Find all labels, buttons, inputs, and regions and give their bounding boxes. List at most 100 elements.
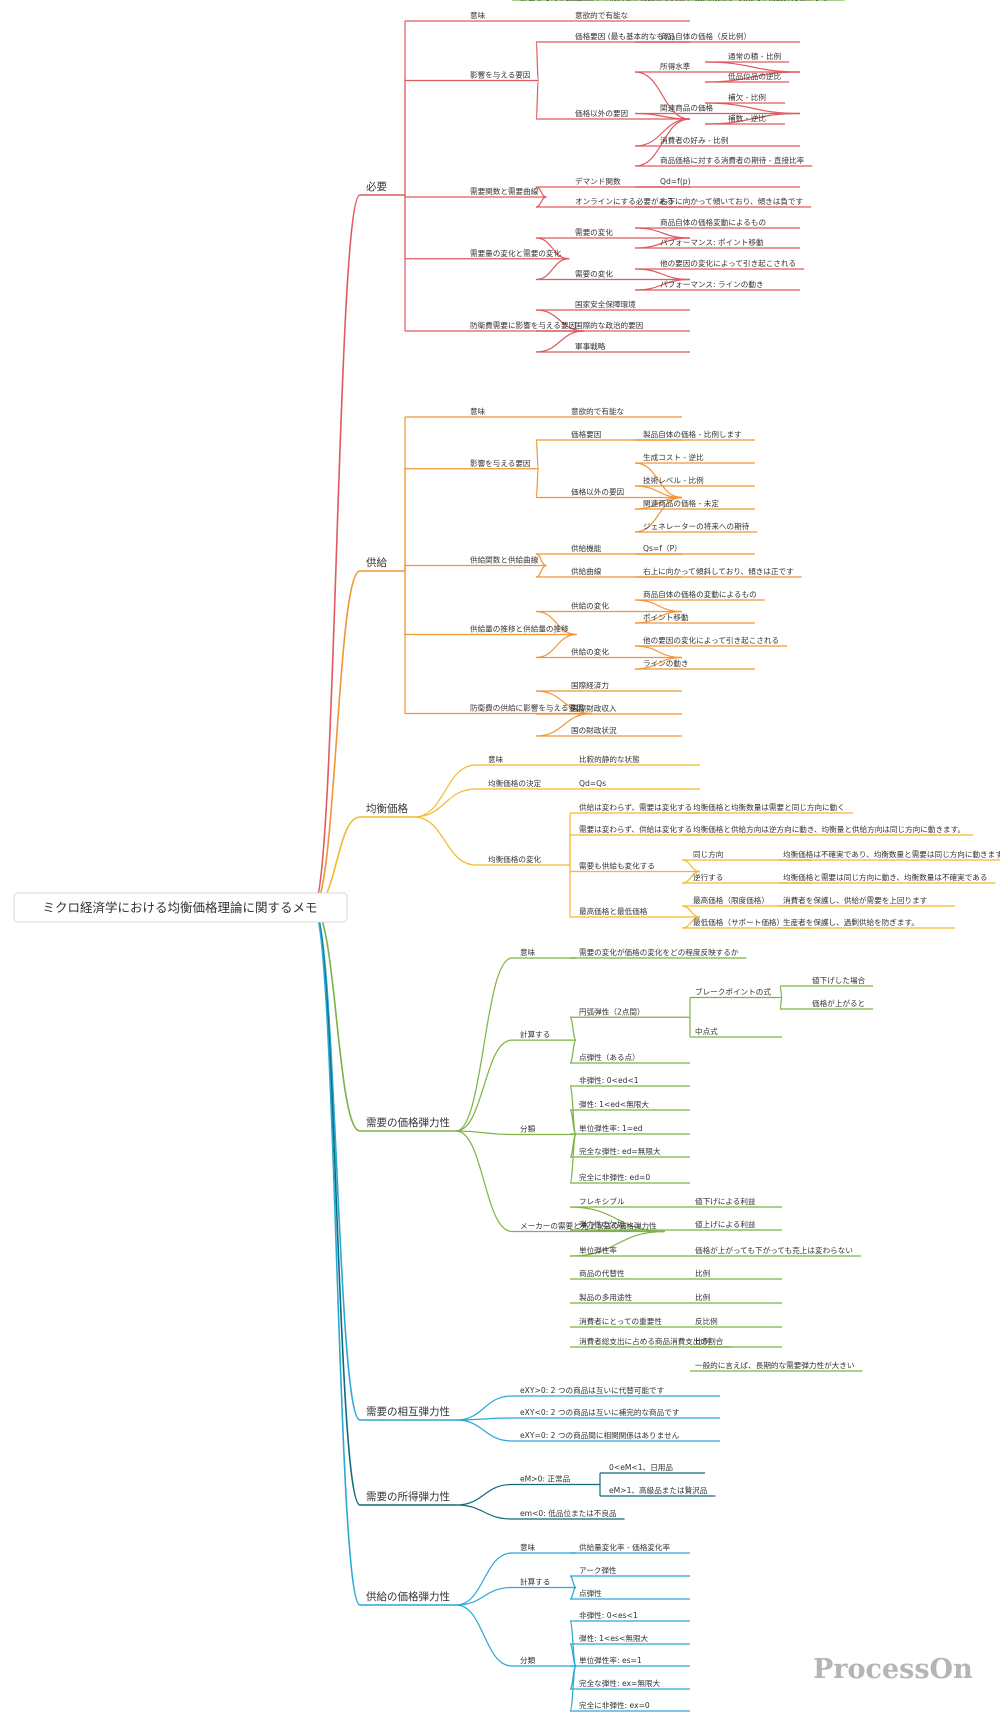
- topic-label[interactable]: 一般的に言えば、長期的な需要弾力性が大きい: [695, 1360, 854, 1370]
- topic-label[interactable]: 製品の多用途性: [579, 1292, 633, 1302]
- topic-label[interactable]: 最高価格と最低価格: [579, 906, 648, 916]
- topic-label[interactable]: 価格以外の要因: [571, 487, 624, 497]
- topic-label[interactable]: 供給量の推移と供給量の推移: [470, 624, 569, 634]
- topic-label[interactable]: 最高価格（限度価格）: [693, 895, 769, 905]
- topic-label[interactable]: 価格以外の要因: [575, 108, 628, 118]
- topic-label[interactable]: 分類: [520, 1655, 536, 1665]
- topic-label[interactable]: 通常の積 - 比例: [728, 51, 782, 61]
- branch-label[interactable]: 需要の価格弾力性: [366, 1116, 450, 1129]
- topic-label[interactable]: 比例: [695, 1292, 711, 1302]
- topic-label[interactable]: 非弾性: 0<ed<1: [579, 1075, 639, 1085]
- topic-label[interactable]: 需要の変化: [575, 227, 613, 237]
- topic-label[interactable]: 右下に向かって傾いており、傾きは負です: [660, 196, 804, 206]
- topic-label[interactable]: 検査中の消費者が需要量を調整する: [579, 0, 701, 2]
- topic-label[interactable]: 価格要因 (最も基本的なもの): [575, 31, 675, 41]
- topic-label[interactable]: 補欠 - 比例: [728, 92, 766, 102]
- topic-label[interactable]: 弾性: 1<ed<無限大: [579, 1099, 649, 1109]
- topic-label[interactable]: ブレークポイントの式: [695, 987, 771, 997]
- topic-label[interactable]: 値上げによる利益: [695, 1219, 756, 1229]
- topic-label[interactable]: 防衛費の供給に影響を与える要因: [470, 703, 584, 713]
- topic-label[interactable]: 完全に非弾性: ex=0: [579, 1700, 650, 1710]
- topic-label[interactable]: 値下げした場合: [812, 975, 866, 985]
- topic-label[interactable]: 影響を与える要因: [470, 458, 531, 468]
- topic-label[interactable]: 需要量の変化と需要の変化: [470, 248, 562, 258]
- topic-label[interactable]: 供給の変化: [571, 647, 609, 657]
- topic-label[interactable]: 供給曲線: [571, 566, 602, 576]
- topic-label[interactable]: 比例: [695, 1268, 711, 1278]
- topic-label[interactable]: 供給の変化: [571, 601, 609, 611]
- topic-label[interactable]: 最低価格（サポート価格）: [693, 917, 784, 927]
- topic-label[interactable]: メーカーの需要と売上収益の価格弾力性: [520, 1221, 657, 1231]
- topic-label[interactable]: 比較的静的な状態: [579, 754, 640, 764]
- topic-label[interactable]: Qd=Qs: [579, 779, 606, 788]
- topic-label[interactable]: 需要の変化: [575, 269, 613, 279]
- topic-label[interactable]: 供給量変化率 - 価格変化率: [579, 1542, 671, 1552]
- topic-label[interactable]: 単位弾性率: es=1: [579, 1655, 642, 1665]
- topic-label[interactable]: 同じ方向: [693, 849, 723, 859]
- topic-label[interactable]: 国際財政収入: [571, 703, 617, 713]
- topic-label[interactable]: 他の要因の変化によって引き起こされる: [643, 635, 779, 645]
- topic-label[interactable]: 意味: [470, 10, 486, 20]
- topic-label[interactable]: 影響を与える要因: [520, 0, 581, 2]
- topic-label[interactable]: 点弾性: [579, 1588, 602, 1598]
- topic-label[interactable]: 意味: [520, 947, 536, 957]
- topic-label[interactable]: 意味: [488, 754, 504, 764]
- topic-label[interactable]: パフォーマンス: ポイント移動: [660, 237, 764, 247]
- topic-label[interactable]: 中点式: [695, 1026, 718, 1036]
- topic-label[interactable]: ポイント移動: [643, 612, 689, 622]
- topic-label[interactable]: 単位弾性率: 1=ed: [579, 1123, 643, 1133]
- topic-label[interactable]: 完全な弾性: ex=無限大: [579, 1678, 661, 1688]
- topic-label[interactable]: 防衛費需要に影響を与える要因: [470, 320, 576, 330]
- topic-label[interactable]: デマンド関数: [575, 176, 621, 186]
- topic-label[interactable]: ジェネレーターの将来への期待: [643, 521, 750, 531]
- topic-label[interactable]: em<0: 低品位または不良品: [520, 1508, 617, 1518]
- topic-label[interactable]: 消費者を保護し、供給が需要を上回ります: [783, 895, 928, 905]
- topic-label[interactable]: 意欲的で有能な: [575, 10, 629, 20]
- topic-label[interactable]: 消費者の好み - 比例: [660, 135, 729, 145]
- topic-label[interactable]: 均衡価格の変化: [488, 854, 542, 864]
- topic-label[interactable]: 需要関数と需要曲線: [470, 186, 539, 196]
- topic-label[interactable]: オンラインにする必要がある: [575, 196, 674, 206]
- root-topic[interactable]: ミクロ経済学における均衡価格理論に関するメモ: [13, 892, 348, 923]
- topic-label[interactable]: 供給は変わらず、需要は変化する: [579, 802, 692, 812]
- topic-label[interactable]: 供給関数と供給曲線: [470, 555, 539, 565]
- topic-label[interactable]: 価格が上がると: [812, 998, 865, 1008]
- topic-label[interactable]: ラインの動き: [643, 659, 689, 668]
- topic-label[interactable]: 比例: [695, 1336, 711, 1346]
- topic-label[interactable]: 需要も供給も変化する: [579, 861, 655, 871]
- topic-label[interactable]: eM>1、高級品または贅沢品: [609, 1485, 708, 1495]
- topic-label[interactable]: 逆行する: [693, 872, 723, 882]
- topic-label[interactable]: 均衡価格と供給方向は逆方向に動き、均衡量と供給方向は同じ方向に動きます。: [693, 824, 965, 834]
- topic-label[interactable]: 価格要因: [571, 429, 601, 439]
- branch-label[interactable]: 供給の価格弾力性: [366, 1590, 450, 1603]
- topic-label[interactable]: フレキシブル: [579, 1196, 625, 1206]
- topic-label[interactable]: 低品位品の逆比: [728, 71, 782, 81]
- topic-label[interactable]: 分類: [520, 1124, 536, 1134]
- topic-label[interactable]: 均衡価格と需要は同じ方向に動き、均衡数量は不確実である: [783, 872, 987, 882]
- topic-label[interactable]: 商品自体の価格変動によるもの: [660, 217, 766, 227]
- topic-label[interactable]: 均衡価格は不確実であり、均衡数量と需要は同じ方向に動きます。: [783, 849, 1000, 859]
- topic-label[interactable]: 弾力性の欠如: [579, 1219, 625, 1229]
- topic-label[interactable]: 右上に向かって傾斜しており、傾きは正です: [643, 566, 794, 576]
- topic-label[interactable]: 影響を与える要因: [470, 70, 531, 80]
- topic-label[interactable]: 商品自体の価格（反比例）: [660, 31, 751, 41]
- topic-label[interactable]: 需要は変わらず、供給は変化する: [579, 824, 692, 834]
- topic-label[interactable]: 所得水準: [660, 61, 691, 71]
- topic-label[interactable]: 弾性: 1<es<無限大: [579, 1633, 649, 1643]
- topic-label[interactable]: 技術レベル - 比例: [643, 475, 704, 485]
- topic-label[interactable]: Qs=f（P）: [643, 544, 682, 553]
- topic-label[interactable]: eXY>0: 2 つの商品は互いに代替可能です: [520, 1385, 665, 1395]
- topic-label[interactable]: eXY<0: 2 つの商品は互いに補完的な商品です: [520, 1407, 680, 1417]
- topic-label[interactable]: 商品自体の価格の変動によるもの: [643, 589, 757, 599]
- topic-label[interactable]: 意欲的で有能な: [571, 406, 625, 416]
- topic-label[interactable]: 消費者にとっての重要性: [579, 1316, 662, 1326]
- topic-label[interactable]: 反比例: [695, 1316, 718, 1326]
- topic-label[interactable]: 計算する: [520, 1577, 550, 1587]
- topic-label[interactable]: 国の財政状況: [571, 725, 617, 735]
- branch-label[interactable]: 均衡価格: [366, 802, 408, 815]
- topic-label[interactable]: 生産者を保護し、過剰供給を防ぎます。: [783, 917, 919, 927]
- topic-label[interactable]: eM>0: 正常品: [520, 1475, 571, 1484]
- topic-label[interactable]: 意味: [520, 1542, 536, 1552]
- topic-label[interactable]: 完全な弾性: ed=無限大: [579, 1146, 661, 1156]
- topic-label[interactable]: Qd=f(p): [660, 177, 691, 186]
